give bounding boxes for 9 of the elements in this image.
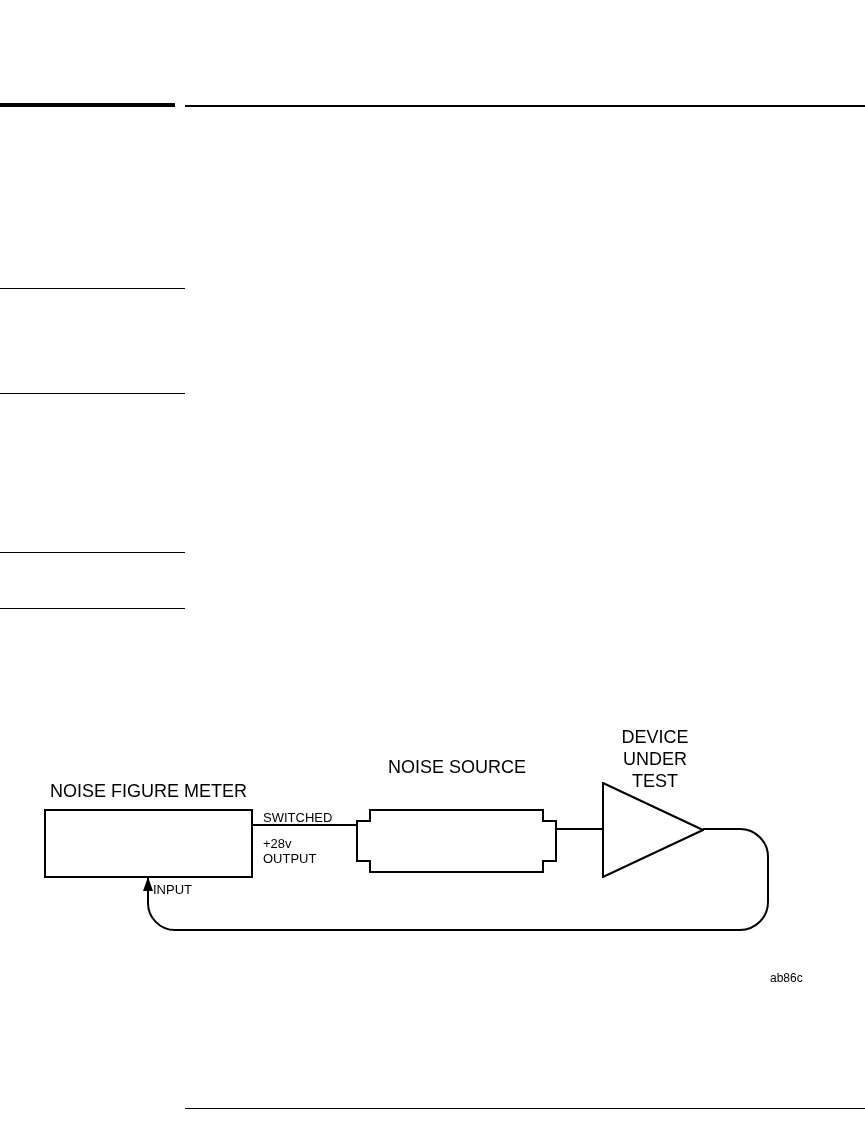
block-title: NOISE SOURCE xyxy=(387,756,527,778)
block-title: DEVICE UNDER TEST xyxy=(620,726,690,792)
cable-line xyxy=(556,828,604,830)
block-title: NOISE FIGURE METER xyxy=(49,780,248,802)
port-label: +28v OUTPUT xyxy=(263,836,318,866)
port-label: SWITCHED xyxy=(263,810,334,825)
cable-arrow xyxy=(143,828,769,931)
figure-code: ab86c xyxy=(770,971,804,986)
port-label: INPUT xyxy=(153,882,193,897)
